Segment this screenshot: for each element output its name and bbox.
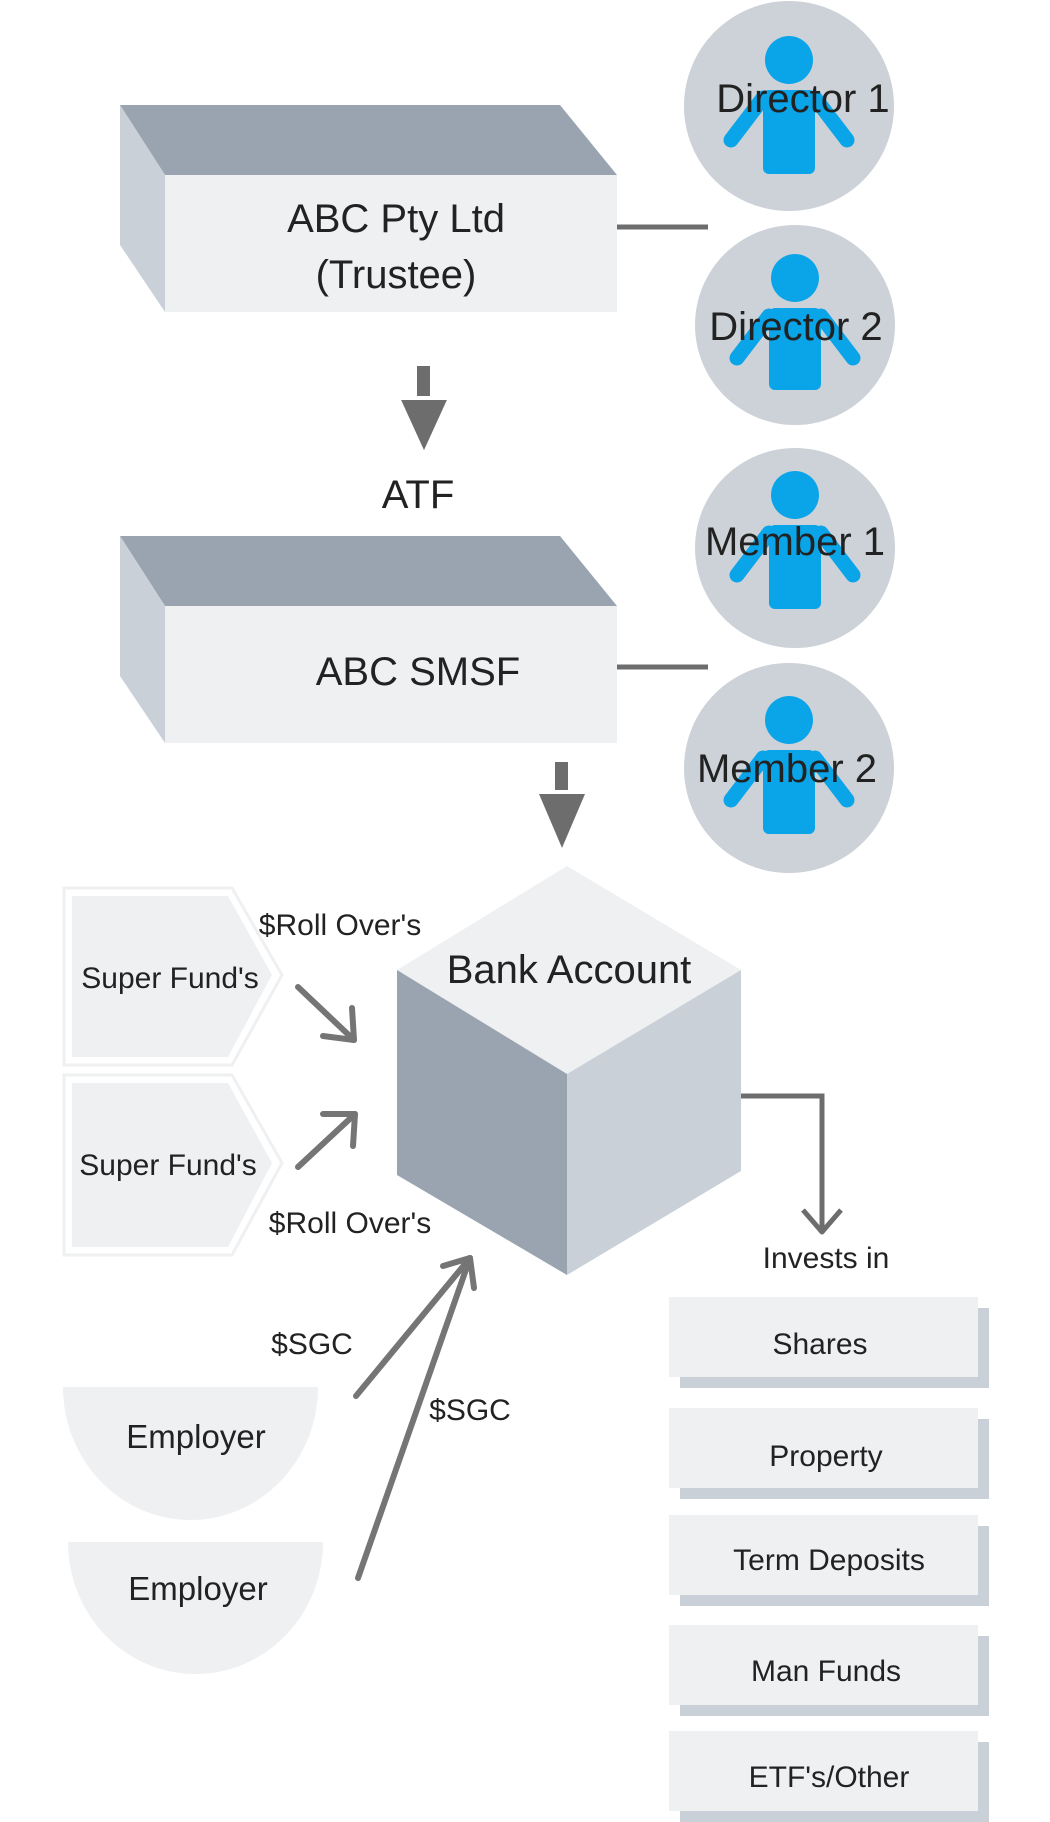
investment-term-deposits: Term Deposits xyxy=(669,1515,989,1606)
rollover-2-label: $Roll Over's xyxy=(269,1207,431,1240)
super-fund-1: Super Fund's xyxy=(62,886,284,1067)
employer-2: Employer xyxy=(68,1542,323,1675)
investment-etfs-other: ETF's/Other xyxy=(669,1731,989,1822)
arrow-icon xyxy=(295,984,357,1043)
atf-label: ATF xyxy=(382,473,455,517)
trustee-block: ABC Pty Ltd (Trustee) xyxy=(120,105,617,312)
down-arrow-icon xyxy=(396,366,452,457)
person-icon xyxy=(729,471,861,609)
trustee-name: ABC Pty Ltd xyxy=(287,197,505,241)
super-fund-2-label: Super Fund's xyxy=(79,1149,257,1182)
member-2: Member 2 xyxy=(684,663,894,873)
investment-label: Shares xyxy=(772,1328,867,1361)
member-1-label: Member 1 xyxy=(705,520,885,564)
arrow-icon xyxy=(353,1255,477,1581)
employer-1: Employer xyxy=(63,1387,318,1520)
bank-account-label: Bank Account xyxy=(447,948,692,992)
down-arrow-icon xyxy=(534,762,590,855)
super-fund-1-label: Super Fund's xyxy=(81,962,259,995)
person-icon xyxy=(723,696,855,834)
person-icon xyxy=(723,36,855,174)
trustee-role: (Trustee) xyxy=(316,253,477,297)
investment-label: Property xyxy=(769,1440,882,1473)
member-2-label: Member 2 xyxy=(697,747,877,791)
sgc-1-label: $SGC xyxy=(271,1328,353,1361)
bank-account-cube: Bank Account xyxy=(397,866,741,1275)
rollover-1-label: $Roll Over's xyxy=(259,909,421,942)
director-1-label: Director 1 xyxy=(716,77,889,121)
employer-2-label: Employer xyxy=(128,1570,267,1607)
investment-label: ETF's/Other xyxy=(749,1761,910,1794)
arrow-icon xyxy=(295,1111,358,1170)
person-icon xyxy=(729,254,861,390)
investment-man-funds: Man Funds xyxy=(669,1625,989,1716)
director-1: Director 1 xyxy=(684,1,894,211)
director-2-label: Director 2 xyxy=(709,305,882,349)
director-2: Director 2 xyxy=(695,225,895,425)
invest-arrow xyxy=(741,1093,843,1235)
sgc-2-label: $SGC xyxy=(429,1394,511,1427)
employer-1-label: Employer xyxy=(126,1418,265,1455)
super-fund-2: Super Fund's xyxy=(62,1073,284,1257)
member-1: Member 1 xyxy=(695,448,895,648)
invests-in-label: Invests in xyxy=(763,1242,890,1275)
smsf-block: ABC SMSF xyxy=(120,536,617,743)
investment-label: Man Funds xyxy=(751,1655,901,1688)
investment-shares: Shares xyxy=(669,1297,989,1388)
investment-label: Term Deposits xyxy=(733,1544,925,1577)
investment-property: Property xyxy=(669,1408,989,1499)
smsf-label: ABC SMSF xyxy=(316,650,520,694)
